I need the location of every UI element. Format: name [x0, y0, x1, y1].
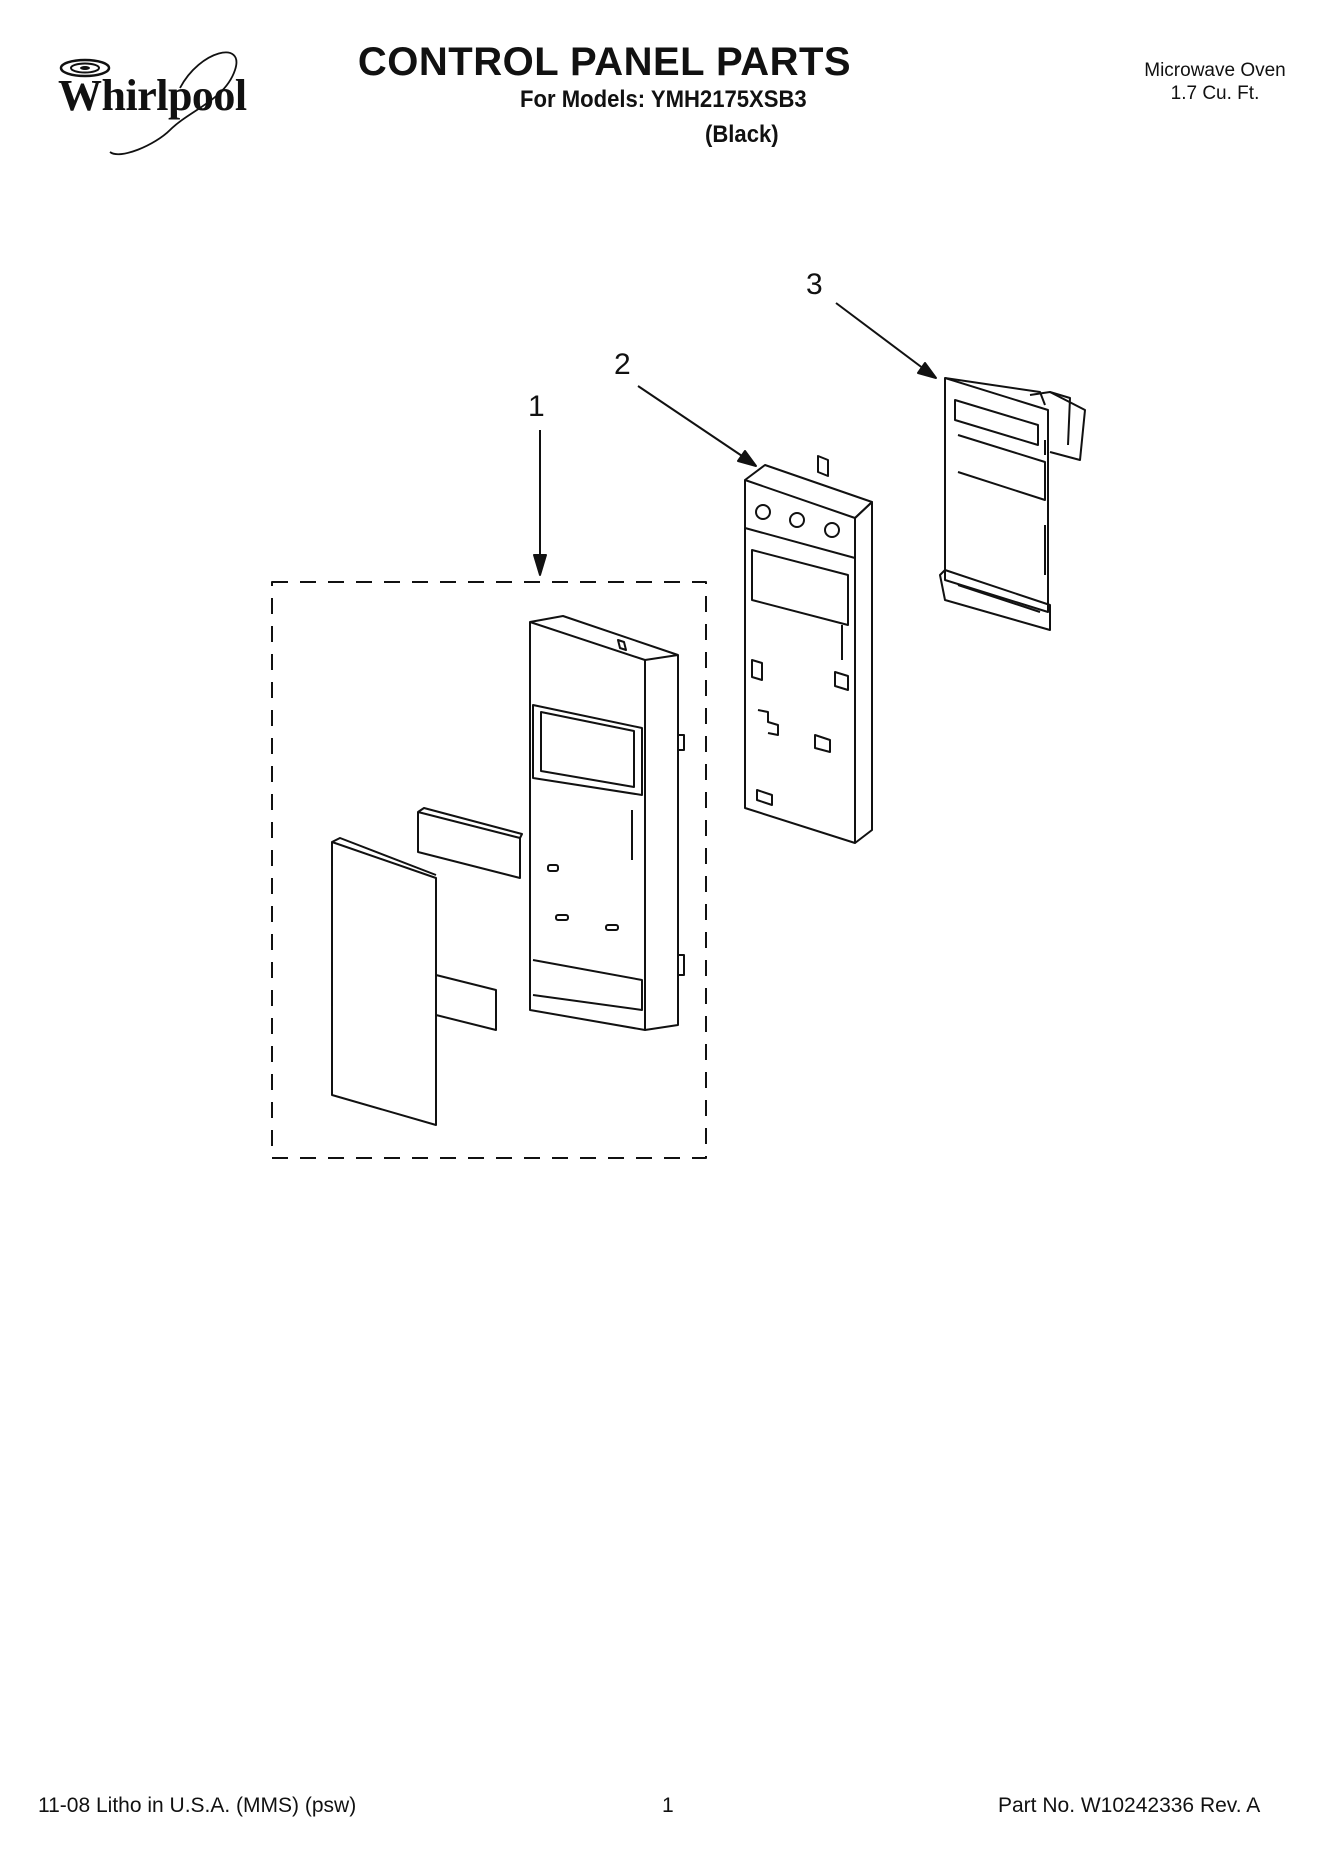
- product-info: Microwave Oven 1.7 Cu. Ft.: [1100, 59, 1330, 105]
- color-variant: (Black): [705, 121, 779, 148]
- logo-swoosh-icon: [59, 51, 238, 156]
- callout-3: 3: [806, 268, 823, 301]
- leader-arrow-2: [637, 385, 757, 467]
- print-info: 11-08 Litho in U.S.A. (MMS) (psw): [38, 1794, 357, 1817]
- page-title: CONTROL PANEL PARTS: [357, 40, 852, 84]
- product-capacity: 1.7 Cu. Ft.: [1170, 83, 1260, 104]
- callout-2: 2: [614, 348, 631, 381]
- models-line: For Models: YMH2175XSB3: [520, 86, 807, 113]
- leader-arrow-1: [533, 430, 547, 576]
- part-1-label-tag: [435, 974, 497, 1031]
- part-1-display-window: [417, 807, 523, 879]
- part-1-control-panel: [529, 615, 685, 1031]
- whirlpool-logo: [30, 40, 270, 170]
- part-2-mounting-bracket: [744, 455, 873, 844]
- part-1-overlay: [331, 837, 437, 1126]
- page-number: 1: [662, 1794, 674, 1817]
- callout-1: 1: [528, 390, 545, 423]
- product-type: Microwave Oven: [1144, 60, 1286, 81]
- part-3-control-board: [939, 377, 1086, 631]
- leader-arrow-3: [835, 302, 937, 379]
- brand-wordmark: Whirlpool: [58, 71, 247, 120]
- part-number: Part No. W10242336 Rev. A: [998, 1794, 1261, 1817]
